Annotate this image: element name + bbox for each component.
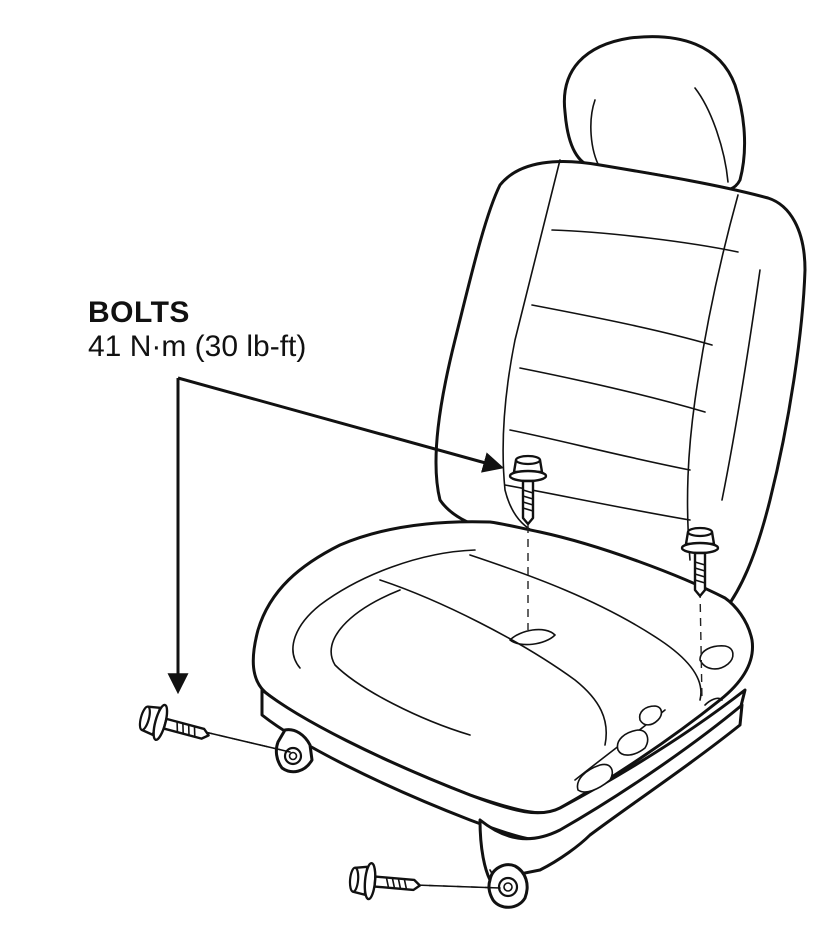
front-foot-left [487,863,529,909]
leader-lines [167,376,505,695]
leader-arrow-upper [177,376,505,473]
bolt-icon [348,861,422,901]
bolt-icon [508,454,548,526]
seat-base [260,645,747,883]
bolt-callout: BOLTS 41 N·m (30 lb-ft) [88,298,306,362]
torque-spec: 41 N·m (30 lb-ft) [88,330,307,363]
thin-guides [204,731,501,889]
bolt-icon [138,703,210,742]
callout-title: BOLTS [88,296,190,329]
rear-foot-left [274,728,314,774]
bolt-icon [680,526,720,598]
